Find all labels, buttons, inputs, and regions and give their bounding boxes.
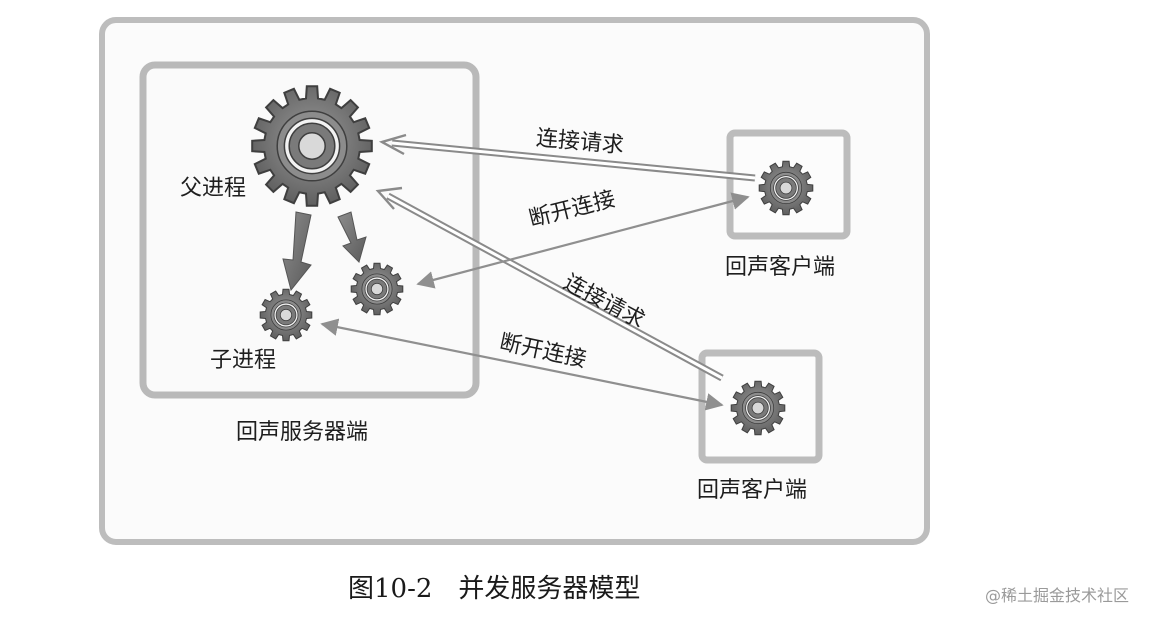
connect-request-arrow-1 <box>378 133 756 182</box>
disconnect-arrow-2 <box>320 318 724 411</box>
child-process-gear-icon-2 <box>350 262 404 316</box>
client-gear-icon-top <box>758 160 814 216</box>
server-label: 回声服务器端 <box>236 420 369 445</box>
child-process-gear-icon <box>259 288 313 342</box>
figure-caption: 图10-2 并发服务器模型 <box>348 574 641 604</box>
watermark: @稀土掘金技术社区 <box>985 586 1130 605</box>
spawn-arrow-right <box>337 211 367 263</box>
parent-process-gear-icon <box>251 85 373 207</box>
spawn-arrow-left <box>282 211 312 292</box>
client-label-top: 回声客户端 <box>725 255 836 280</box>
parent-process-label: 父进程 <box>180 176 247 201</box>
gear-ring-3 <box>370 282 384 296</box>
client-gear-icon-bottom <box>730 380 786 436</box>
disconnect-arrow-1 <box>416 192 750 289</box>
gear-ring-3 <box>751 401 765 415</box>
gear-ring-3 <box>279 308 293 322</box>
client-label-bottom: 回声客户端 <box>697 478 808 503</box>
gear-ring-3 <box>779 181 793 195</box>
child-process-label: 子进程 <box>210 348 277 373</box>
gear-ring-3 <box>298 132 326 160</box>
